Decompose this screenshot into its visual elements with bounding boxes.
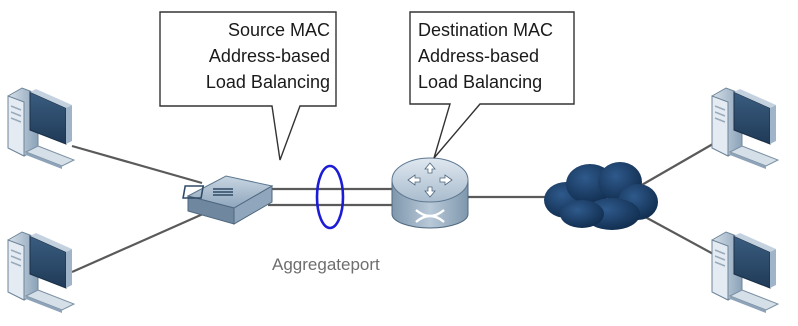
callout-source-line-3: Load Balancing [206, 72, 330, 92]
pc-top-left [7, 87, 75, 170]
router-icon [391, 157, 469, 229]
callout-destination-line-3: Load Balancing [418, 72, 542, 92]
network-cloud-icon [544, 162, 658, 230]
callout-source-line-2: Address-based [209, 46, 330, 66]
link-pc-top-left-to-switch [71, 144, 203, 185]
aggregate-port-ellipse [315, 164, 345, 230]
link-cloud-to-pc-top-right [639, 136, 726, 187]
links [71, 136, 729, 274]
callout-destination-mac: Destination MAC Address-based Load Balan… [409, 11, 575, 159]
desktop-computer-icon [7, 87, 75, 170]
l2-switch-icon [182, 175, 274, 225]
desktop-computer-icon [711, 231, 779, 314]
callout-source-mac: Source MAC Address-based Load Balancing [159, 11, 337, 161]
pc-bottom-right [711, 231, 779, 314]
callout-destination-line-1: Destination MAC [418, 20, 553, 40]
callout-source-line-1: Source MAC [228, 20, 330, 40]
desktop-computer-icon [711, 87, 779, 170]
callout-destination-line-2: Address-based [418, 46, 539, 66]
desktop-computer-icon [7, 231, 75, 314]
link-pc-bottom-left-to-switch [71, 208, 213, 274]
aggregate-port-label: Aggregateport [272, 255, 380, 274]
pc-bottom-left [7, 231, 75, 314]
pc-top-right [711, 87, 779, 170]
